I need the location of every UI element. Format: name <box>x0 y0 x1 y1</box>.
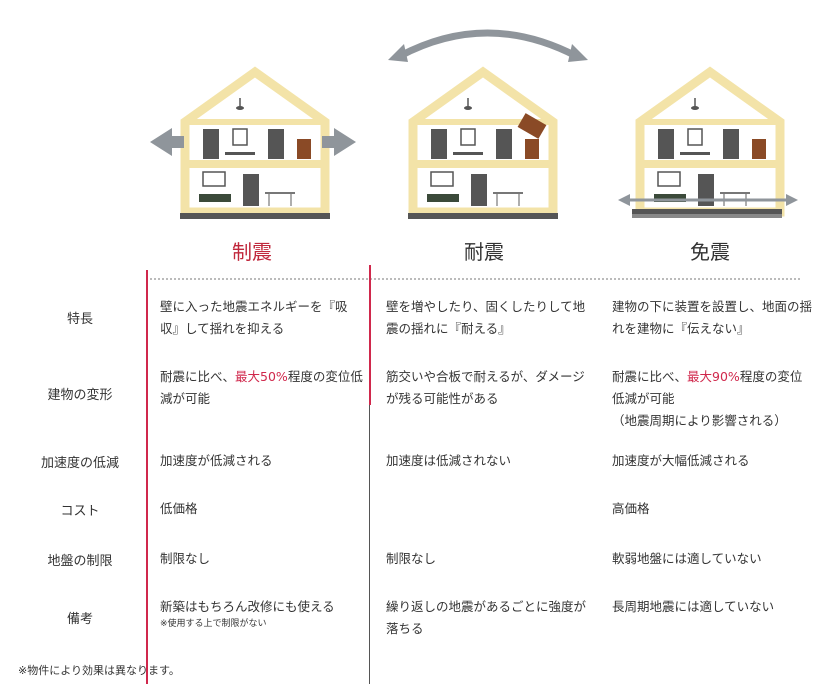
cell-features-menshin: 建物の下に装置を設置し、地面の揺れを建物に『伝えない』 <box>612 299 813 336</box>
deformation-seishin-pre: 耐震に比べ、 <box>160 369 236 384</box>
cell-ground-taishin: 制限なし <box>386 551 437 566</box>
cell-acceleration-taishin: 加速度は低減されない <box>386 453 512 468</box>
row-label-deformation: 建物の変形 <box>47 388 113 403</box>
cell-cost-menshin: 高価格 <box>612 501 650 516</box>
cell-ground-menshin: 軟弱地盤には適していない <box>612 551 762 566</box>
row-label-ground: 地盤の制限 <box>47 554 113 569</box>
column-title-menshin: 免震 <box>690 240 730 264</box>
deformation-menshin-extra: （地震周期により影響される） <box>612 413 787 428</box>
deformation-menshin-pre: 耐震に比べ、 <box>612 369 688 384</box>
footnote: ※物件により効果は異なります。 <box>18 664 180 677</box>
column-title-taishin: 耐震 <box>464 240 504 264</box>
cell-features-taishin: 壁を増やしたり、固くしたりして地震の揺れに『耐える』 <box>386 299 586 336</box>
cell-notes-menshin: 長周期地震には適していない <box>612 599 775 614</box>
cell-features-seishin: 壁に入った地震エネルギーを『吸収』して揺れを抑える <box>160 299 348 336</box>
cell-acceleration-seishin: 加速度が低減される <box>160 453 273 468</box>
notes-seishin-subnote: ※使用する上で制限がない <box>160 619 267 629</box>
column-divider-middle-lower <box>369 405 370 684</box>
deformation-menshin-highlight: 最大90% <box>687 369 740 384</box>
column-divider-middle <box>369 265 371 405</box>
deformation-seishin-highlight: 最大50% <box>235 369 288 384</box>
cell-deformation-menshin: 耐震に比べ、最大90%程度の変位低減が可能 （地震周期により影響される） <box>612 366 812 432</box>
row-label-features: 特長 <box>66 312 93 327</box>
header-divider <box>150 278 800 280</box>
cell-ground-seishin: 制限なし <box>160 551 211 566</box>
cell-notes-taishin: 繰り返しの地震があるごとに強度が落ちる <box>386 599 587 636</box>
cell-acceleration-menshin: 加速度が大幅低減される <box>612 453 750 468</box>
deformation-seishin-post: 程度の変位低減が可能 <box>160 369 363 406</box>
cell-notes-seishin: 新築はもちろん改修にも使える ※使用する上で制限がない <box>160 596 365 630</box>
cell-deformation-seishin: 耐震に比べ、最大50%程度の変位低減が可能 <box>160 366 364 410</box>
column-title-seishin: 制震 <box>232 240 272 264</box>
deformation-menshin-post: 程度の変位低減が可能 <box>612 369 803 406</box>
column-divider-left <box>146 270 148 684</box>
row-label-cost: コスト <box>60 504 100 519</box>
cell-deformation-taishin: 筋交いや合板で耐えるが、ダメージが残る可能性がある <box>386 369 585 406</box>
row-label-notes: 備考 <box>66 612 93 627</box>
notes-seishin-text: 新築はもちろん改修にも使える <box>160 599 335 614</box>
house-illustrations <box>150 29 798 219</box>
cell-cost-seishin: 低価格 <box>160 501 198 516</box>
row-label-acceleration: 加速度の低減 <box>40 456 119 471</box>
